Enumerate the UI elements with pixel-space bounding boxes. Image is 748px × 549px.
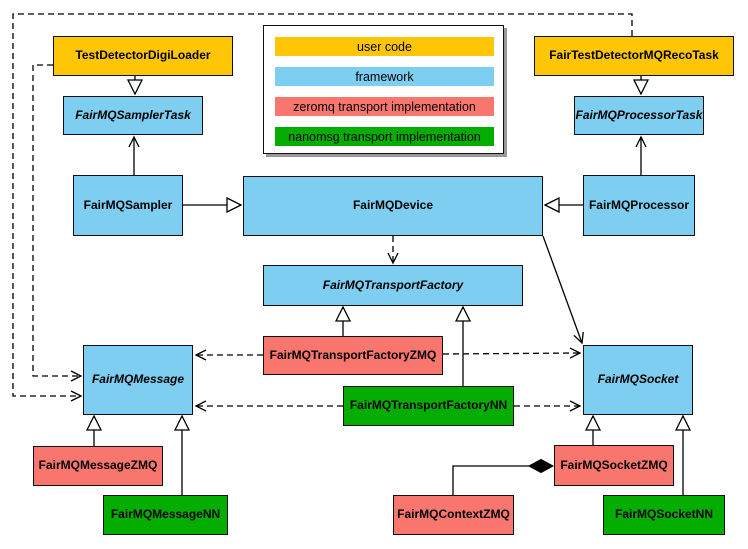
edge-device-to-socket [542, 235, 584, 345]
class-box-fairmqprocessortask: FairMQProcessorTask [574, 96, 704, 135]
class-box-fairmqcontextzmq: FairMQContextZMQ [393, 495, 514, 535]
edge-tfzmq-to-socket [442, 347, 582, 359]
class-label: FairMQTransportFactoryNN [349, 398, 508, 413]
class-label: FairMQProcessor [588, 197, 690, 212]
class-label: FairMQSocketZMQ [560, 457, 668, 472]
class-box-fairmqtransportfactory: FairMQTransportFactory [263, 265, 523, 306]
class-label: FairMQMessageNN [110, 507, 221, 522]
class-label: FairMQSamplerTask [75, 107, 191, 122]
class-box-fairmqprocessor: FairMQProcessor [583, 175, 695, 236]
legend-item-user-code: user code [275, 37, 494, 56]
composition-diamond [527, 458, 555, 474]
legend-item-nanomsg: nanomsg transport implementation [275, 127, 494, 146]
legend: user code framework zeromq transport imp… [263, 25, 504, 154]
class-label: FairMQMessageZMQ [38, 458, 158, 473]
class-label: FairMQSocketNN [614, 507, 714, 522]
legend-item-zeromq: zeromq transport implementation [275, 97, 494, 116]
legend-label: nanomsg transport implementation [288, 129, 481, 144]
class-box-fairmqtransportfactoryzmq: FairMQTransportFactoryZMQ [263, 336, 443, 375]
class-label: FairMQContextZMQ [397, 507, 510, 522]
class-box-fairmqdevice: FairMQDevice [243, 176, 543, 236]
class-box-fairmqsamplertask: FairMQSamplerTask [63, 96, 203, 135]
class-box-fairmqsocketzmq: FairMQSocketZMQ [554, 445, 674, 486]
class-box-fairmqsampler: FairMQSampler [73, 175, 183, 236]
class-label: FairMQTransportFactory [322, 277, 464, 292]
class-label: FairMQSampler [83, 197, 173, 212]
edge-recotask-to-message [12, 13, 633, 402]
legend-label: framework [355, 69, 414, 84]
class-label: FairMQSocket [597, 372, 679, 387]
class-label: FairMQTransportFactoryZMQ [269, 347, 437, 362]
edge-contextzmq-to-socketzmq [452, 465, 529, 495]
class-label: FairMQMessage [91, 372, 185, 387]
class-box-testdetectordigiloader: TestDetectorDigiLoader [53, 36, 233, 76]
class-box-fairmqsocketnn: FairMQSocketNN [603, 495, 725, 535]
class-box-fairmqmessagenn: FairMQMessageNN [103, 495, 228, 535]
class-label: FairMQDevice [352, 198, 434, 213]
class-box-fairmqmessagezmq: FairMQMessageZMQ [33, 446, 163, 486]
class-label: FairMQProcessorTask [575, 107, 703, 122]
class-box-fairmqsocket: FairMQSocket [583, 345, 693, 415]
class-label: FairTestDetectorMQRecoTask [549, 48, 719, 63]
legend-label: zeromq transport implementation [293, 99, 476, 114]
class-label: TestDetectorDigiLoader [75, 48, 211, 63]
legend-label: user code [357, 39, 412, 54]
class-box-fairmqmessage: FairMQMessage [83, 345, 193, 415]
legend-item-framework: framework [275, 67, 494, 86]
class-box-fairmqtransportfactorynn: FairMQTransportFactoryNN [343, 386, 514, 426]
class-box-fairtestdetectormqrecotask: FairTestDetectorMQRecoTask [534, 36, 734, 76]
edge-digiloader-to-message [32, 64, 83, 382]
